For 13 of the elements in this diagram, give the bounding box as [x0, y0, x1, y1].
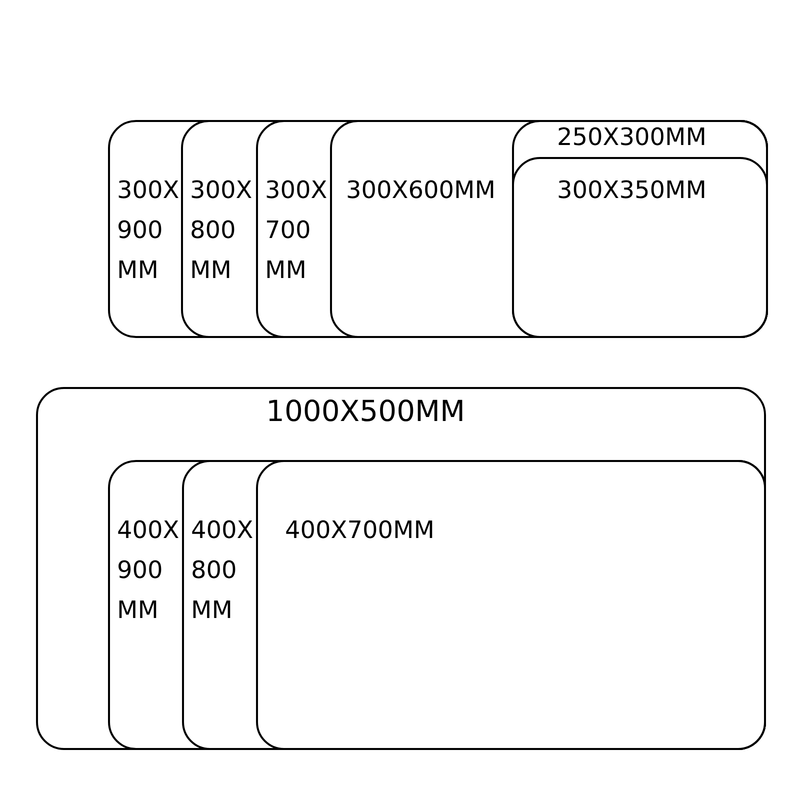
- size-label: 300X 700 MM: [265, 175, 328, 286]
- size-label: 250X300MM: [557, 122, 706, 152]
- size-label: 300X350MM: [557, 175, 706, 206]
- size-card: [512, 120, 768, 338]
- size-label: 400X 800 MM: [191, 515, 254, 626]
- size-label: 300X 800 MM: [190, 175, 254, 286]
- size-card: [512, 157, 768, 338]
- size-label: 300X600MM: [346, 175, 496, 206]
- size-label: 400X700MM: [285, 515, 434, 546]
- size-label: 400X 900 MM: [117, 515, 180, 626]
- size-card: [36, 387, 766, 750]
- size-label: 300X 900 MM: [117, 175, 180, 286]
- size-label: 1000X500MM: [266, 393, 466, 430]
